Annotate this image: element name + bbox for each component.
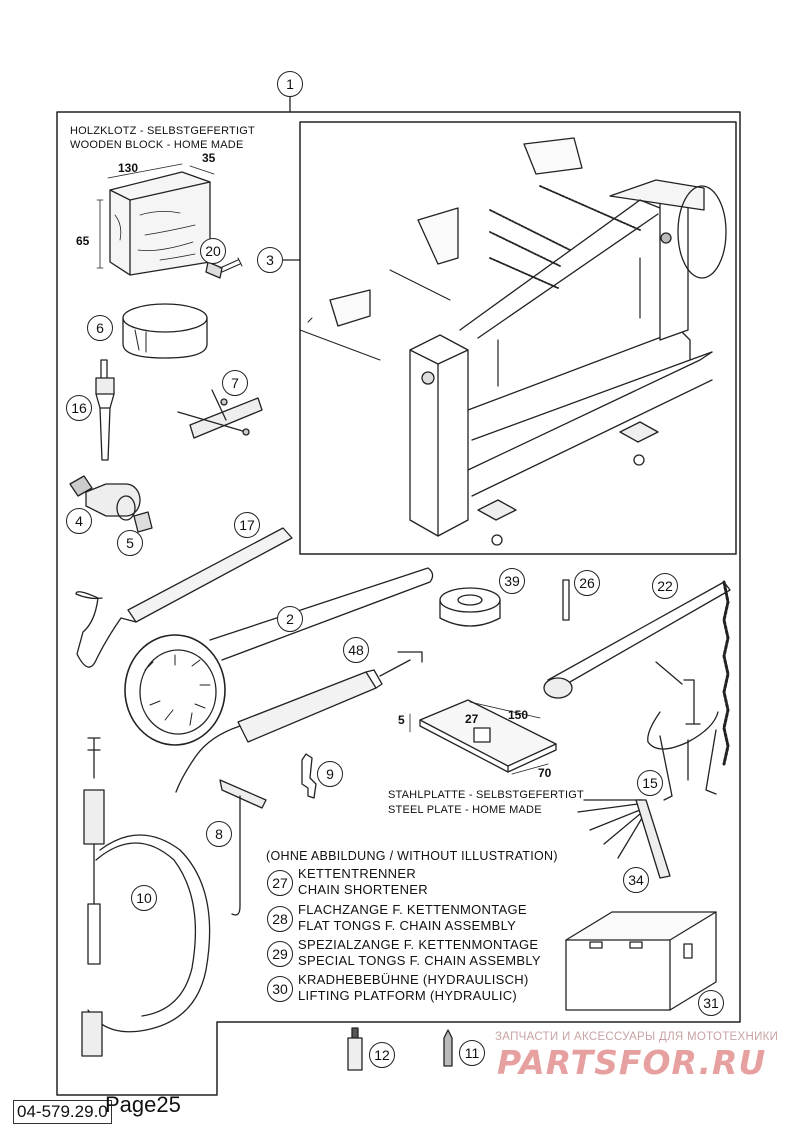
chain-tool-22-drawing: [543, 580, 731, 766]
callout-22: 22: [652, 573, 678, 599]
callout-34: 34: [623, 867, 649, 893]
hook-tool-8-drawing: [219, 779, 267, 916]
callout-48: 48: [343, 637, 369, 663]
without-illustration-heading: (OHNE ABBILDUNG / WITHOUT ILLUSTRATION): [266, 849, 558, 863]
callout-17: 17: [234, 512, 260, 538]
feeler-gauge-34-drawing: [577, 799, 671, 879]
wooden-block-title-en: WOODEN BLOCK - HOME MADE: [70, 139, 244, 151]
steel-plate-drawing: [409, 699, 557, 775]
wrench-9-drawing: [301, 753, 317, 799]
callout-15: 15: [637, 770, 663, 796]
tube-11-drawing: [443, 1029, 453, 1067]
list-item-28-number: 28: [267, 906, 293, 932]
callout-5: 5: [117, 530, 143, 556]
sleeve-4-5-drawing: [69, 475, 153, 533]
list-item-30-en: LIFTING PLATFORM (HYDRAULIC): [298, 988, 518, 1003]
callout-4: 4: [66, 508, 92, 534]
list-item-30-de: KRADHEBEBÜHNE (HYDRAULISCH): [298, 972, 529, 987]
toolbox-31-drawing: [565, 911, 717, 1011]
puller-16-drawing: [95, 359, 115, 461]
steel-plate-dim-hole: 27: [465, 712, 479, 726]
bracket-7-drawing: [177, 389, 263, 439]
puller-15-drawing: [647, 661, 719, 801]
screw-20-drawing: [205, 257, 243, 279]
watermark-logo-text: PARTSFOR.RU: [497, 1043, 767, 1082]
callout-26: 26: [574, 570, 600, 596]
callout-16: 16: [66, 395, 92, 421]
wooden-block-title-de: HOLZKLOTZ - SELBSTGEFERTIGT: [70, 125, 255, 137]
callout-20: 20: [200, 238, 226, 264]
ring-6-drawing: [122, 303, 208, 359]
wooden-block-dim-height: 65: [76, 234, 90, 248]
stand-frame: [299, 121, 737, 555]
list-item-27-de: KETTENTRENNER: [298, 866, 417, 881]
steel-plate-title-en: STEEL PLATE - HOME MADE: [388, 804, 542, 816]
list-item-27-number: 27: [267, 870, 293, 896]
callout-11: 11: [459, 1040, 485, 1066]
c-clamp-10-drawing: [81, 737, 211, 1057]
list-item-29-de: SPEZIALZANGE F. KETTENMONTAGE: [298, 937, 539, 952]
callout-31: 31: [698, 990, 724, 1016]
list-item-28-en: FLAT TONGS F. CHAIN ASSEMBLY: [298, 918, 517, 933]
bar-17-drawing: [75, 527, 293, 668]
bottle-12-drawing: [347, 1027, 363, 1071]
page-label: Page25: [105, 1092, 181, 1117]
part-number: 04-579.29.0: [13, 1100, 112, 1124]
steel-plate-dim-length: 150: [508, 708, 529, 722]
list-item-28-de: FLACHZANGE F. KETTENMONTAGE: [298, 902, 527, 917]
grease-gun-48-drawing: [175, 651, 423, 793]
callout-39: 39: [499, 568, 525, 594]
callout-10: 10: [131, 885, 157, 911]
callout-3: 3: [257, 247, 283, 273]
spanner-2-drawing: [124, 567, 434, 746]
cup-39-drawing: [439, 587, 501, 627]
stand-3-drawing: [299, 137, 727, 546]
steel-plate-title-de: STAHLPLATTE - SELBSTGEFERTIGT: [388, 789, 584, 801]
outer-frame: [56, 111, 741, 1096]
callout-6: 6: [87, 315, 113, 341]
steel-plate-dim-thickness: 5: [398, 713, 405, 727]
list-item-27-en: CHAIN SHORTENER: [298, 882, 428, 897]
watermark-tagline: ЗАПЧАСТИ И АКСЕССУАРЫ ДЛЯ МОТОТЕХНИКИ: [495, 1031, 779, 1043]
callout-2: 2: [277, 606, 303, 632]
wooden-block-dim-width: 35: [202, 151, 216, 165]
wooden-block-drawing: [96, 163, 215, 276]
callout-1: 1: [277, 71, 303, 97]
list-item-29-number: 29: [267, 941, 293, 967]
callout-9: 9: [317, 761, 343, 787]
steel-plate-dim-width: 70: [538, 766, 552, 780]
wooden-block-dim-length: 130: [118, 161, 139, 175]
pin-26-drawing: [562, 579, 570, 621]
callout-12: 12: [369, 1042, 395, 1068]
callout-7: 7: [222, 370, 248, 396]
list-item-30-number: 30: [267, 976, 293, 1002]
list-item-29-en: SPECIAL TONGS F. CHAIN ASSEMBLY: [298, 953, 541, 968]
callout-8: 8: [206, 821, 232, 847]
